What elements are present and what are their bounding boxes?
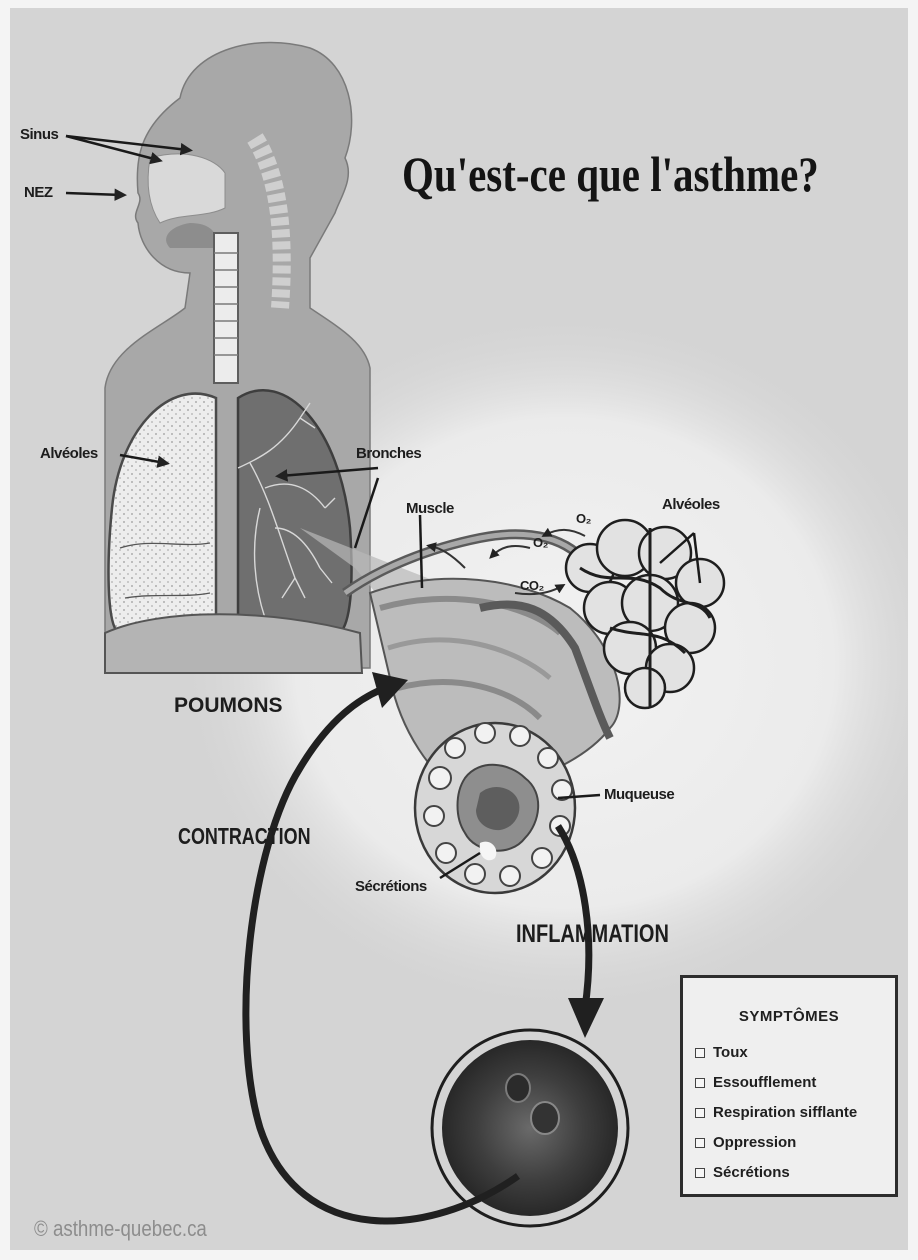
- checkbox-icon: [695, 1108, 705, 1118]
- copyright-credit: © asthme-quebec.ca: [34, 1216, 207, 1242]
- label-bronches: Bronches: [356, 445, 421, 462]
- label-inflammation: INFLAMMATION: [516, 920, 669, 949]
- label-secretions: Sécrétions: [355, 878, 427, 895]
- symptoms-panel: SYMPTÔMES Toux Essoufflement Respiration…: [680, 975, 898, 1197]
- checkbox-icon: [695, 1168, 705, 1178]
- label-o2-b: O₂: [576, 511, 591, 526]
- symptom-item: Sécrétions: [695, 1164, 790, 1181]
- bronchus-cross-section: [415, 723, 575, 893]
- symptoms-title: SYMPTÔMES: [683, 1008, 895, 1025]
- label-sinus: Sinus: [20, 126, 58, 143]
- checkbox-icon: [695, 1048, 705, 1058]
- symptom-item: Oppression: [695, 1134, 796, 1151]
- checkbox-icon: [695, 1138, 705, 1148]
- inflammation-arrowhead: [568, 998, 604, 1038]
- page-title: Qu'est-ce que l'asthme?: [402, 145, 819, 203]
- symptom-item: Respiration sifflante: [695, 1104, 857, 1121]
- label-muscle: Muscle: [406, 500, 454, 517]
- symptom-item: Essoufflement: [695, 1074, 816, 1091]
- symptom-item: Toux: [695, 1044, 748, 1061]
- label-contraction: CONTRACTION: [178, 823, 311, 850]
- checkbox-icon: [695, 1078, 705, 1088]
- label-alveoles-right: Alvéoles: [662, 496, 720, 513]
- label-o2-a: O₂: [533, 535, 548, 550]
- constricted-airway: [432, 1030, 628, 1226]
- label-muqueuse: Muqueuse: [604, 786, 674, 803]
- label-alveoles-left: Alvéoles: [40, 445, 98, 462]
- label-nez: NEZ: [24, 184, 53, 201]
- label-poumons: POUMONS: [174, 694, 283, 718]
- label-co2: CO₂: [520, 578, 544, 593]
- diagram-canvas: Qu'est-ce que l'asthme? Sinus NEZ Alvéol…: [10, 8, 908, 1250]
